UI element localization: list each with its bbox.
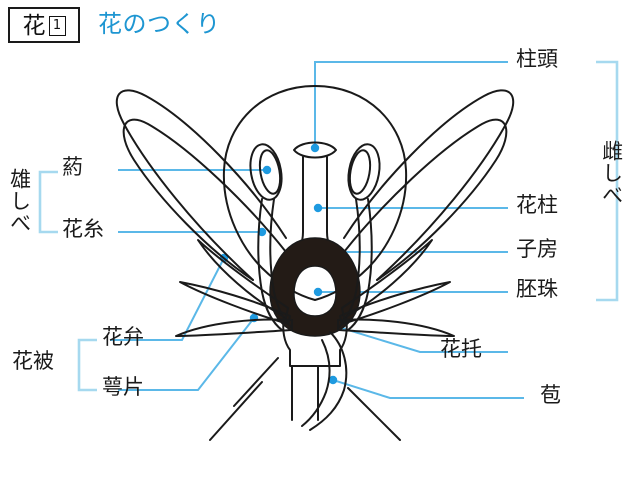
label-ovule: 胚珠: [516, 277, 558, 301]
label-petal: 花弁: [102, 325, 144, 349]
sepal-upper-right: [341, 239, 433, 319]
marker-dot-bract: [328, 375, 338, 385]
petal-left-inner: [122, 118, 287, 281]
sepal-mid-right: [339, 281, 451, 325]
grouping-brackets-group: [38, 60, 619, 392]
sepal-far-left: [175, 318, 293, 337]
figure-number-badge: 花 1: [8, 7, 80, 43]
label-ovary: 子房: [516, 237, 558, 261]
bracket-pistil: [596, 60, 619, 302]
filament-left-edge-a: [257, 198, 283, 331]
stem-stroke-b: [233, 357, 279, 407]
bract-inner-edge: [301, 339, 331, 427]
leader-lines-group: [110, 61, 524, 399]
anther-left-inner: [258, 149, 282, 195]
marker-dot-anther: [262, 165, 272, 175]
anther-left-outer: [249, 143, 283, 201]
label-stigma: 柱頭: [516, 47, 558, 71]
group-label-pistil: 雌しべ: [599, 140, 624, 206]
group-label-stamen: 雄しべ: [7, 168, 32, 234]
petal-right-inner: [343, 118, 508, 281]
leader-line-sepal: [118, 317, 255, 391]
bract-outer-edge: [309, 331, 348, 431]
filament-right-edge-a: [347, 198, 373, 331]
sepal-far-right: [337, 318, 455, 337]
label-filament: 花糸: [62, 217, 104, 241]
bracket-stamen: [38, 170, 58, 234]
flower-line-art: [115, 85, 515, 441]
label-anther: 葯: [62, 155, 83, 179]
page-title: 花のつくり: [98, 10, 221, 38]
petal-right-outline: [343, 89, 515, 281]
badge-number-label: 1: [48, 16, 66, 36]
label-bract: 苞: [540, 383, 561, 407]
anther-right-inner: [348, 149, 372, 195]
petal-left-outline: [115, 89, 287, 281]
label-receptacle: 花托: [440, 337, 482, 361]
leader-line-receptacle: [321, 321, 508, 353]
ovary-shape: [269, 237, 361, 337]
bracket-perianth: [77, 338, 97, 392]
marker-dot-filament: [257, 227, 267, 237]
leader-line-stigma: [314, 61, 508, 148]
marker-dot-ovule: [313, 287, 323, 297]
receptacle-outline: [282, 317, 348, 367]
anther-right-outer: [347, 143, 381, 201]
corolla-dome-outline: [222, 85, 408, 301]
sepal-mid-left: [179, 281, 291, 325]
label-style: 花柱: [516, 193, 558, 217]
stem-stroke-c: [347, 387, 401, 441]
label-sepal: 萼片: [102, 375, 144, 399]
leader-line-bract: [332, 379, 524, 399]
group-label-perianth: 花被: [12, 349, 54, 373]
sepal-upper-left: [197, 239, 289, 319]
leader-line-petal: [110, 257, 225, 341]
badge-kanji-label: 花: [22, 12, 46, 39]
marker-dot-stigma: [310, 143, 320, 153]
marker-dot-style: [313, 203, 323, 213]
stem-stroke-a: [209, 381, 263, 441]
stigma-shape: [293, 141, 337, 159]
